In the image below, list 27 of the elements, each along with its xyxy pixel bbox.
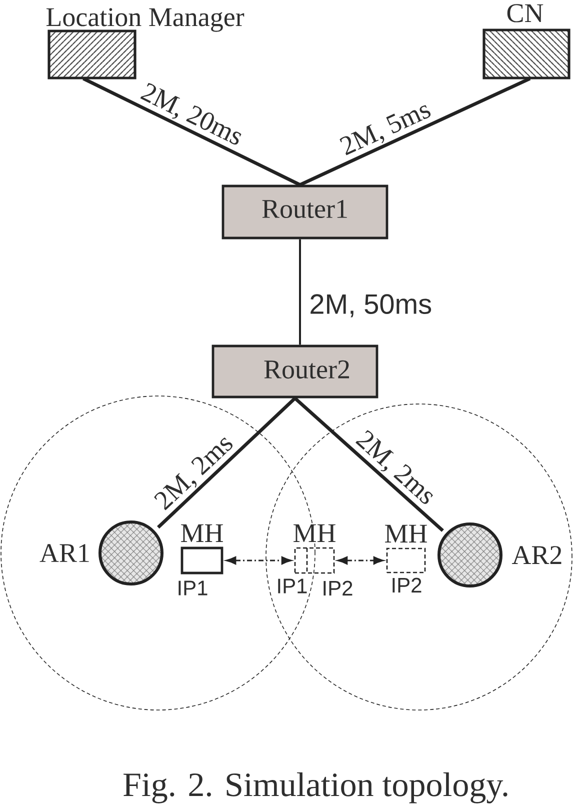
- edge-label: 2M, 50ms: [308, 293, 434, 318]
- address-label: IP2: [321, 580, 354, 596]
- link-line: [299, 239, 301, 345]
- link-line: [82, 77, 301, 186]
- router-box: Router1: [222, 184, 388, 240]
- caption: Fig. 2. Simulation topology.: [124, 772, 508, 804]
- edge-label: 2M, 20ms: [136, 80, 247, 152]
- node-label: MH: [179, 523, 225, 543]
- link-line: [299, 77, 531, 186]
- edge-label: 2M, 2ms: [350, 427, 440, 510]
- node-label: AR2: [512, 546, 562, 564]
- link-line: [294, 396, 444, 532]
- node-label: MH: [292, 523, 338, 543]
- node-label: MH: [383, 524, 429, 544]
- node-label: Location Manager: [46, 8, 244, 32]
- link-line: [157, 396, 296, 529]
- edge-label: 2M, 5ms: [336, 98, 436, 161]
- router-box: Router2: [212, 344, 378, 398]
- address-label: IP2: [390, 577, 423, 594]
- node-label: AR1: [40, 544, 89, 562]
- address-label: IP1: [276, 578, 308, 594]
- arrow: [226, 556, 292, 565]
- coverage-circle: [266, 404, 572, 710]
- arrow: [337, 556, 384, 565]
- node-label: CN: [507, 4, 544, 22]
- address-label: IP1: [176, 580, 209, 596]
- edge-label: 2M, 2ms: [150, 430, 239, 516]
